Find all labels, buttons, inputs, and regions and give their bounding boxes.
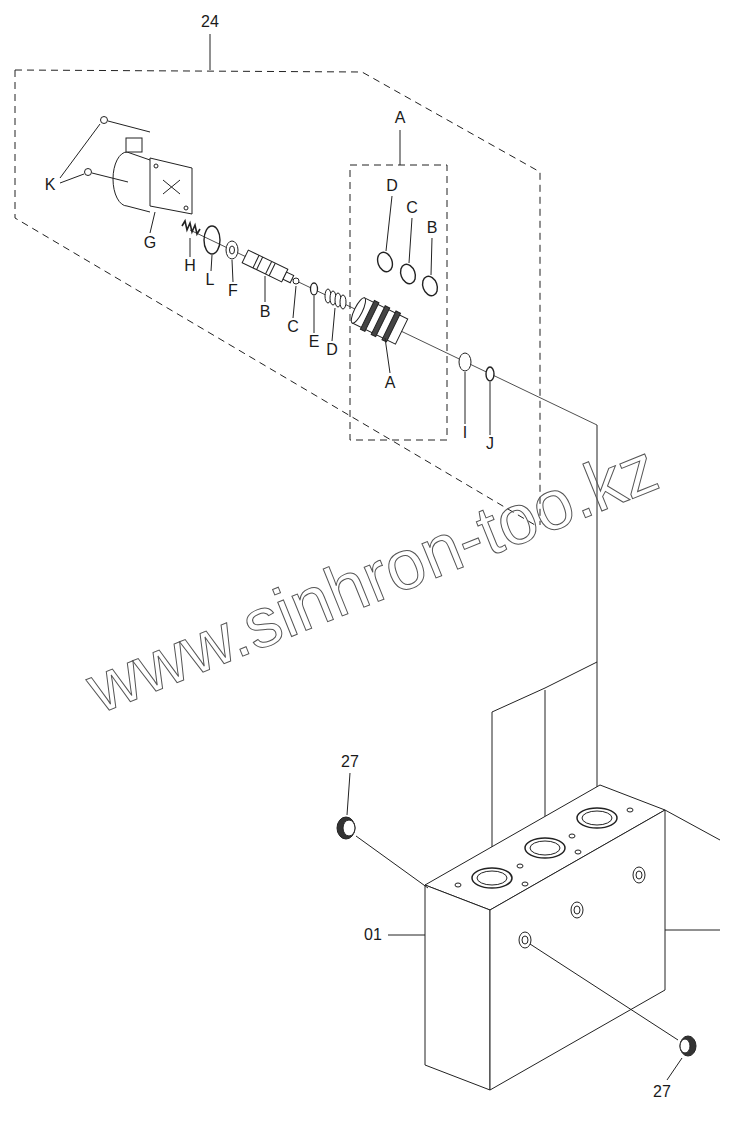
callout-letter: I: [463, 425, 467, 441]
callout-letter: L: [206, 272, 215, 288]
o-ring: [204, 226, 220, 254]
callout-number: 27: [653, 1084, 671, 1100]
callout-number: 24: [201, 14, 219, 30]
washer: [230, 246, 235, 254]
axis-line: [190, 230, 597, 425]
o-ring: [375, 250, 395, 274]
callout-letter: C: [287, 319, 299, 335]
callout-number: 27: [341, 754, 359, 770]
callout-letter: G: [144, 235, 156, 251]
callout-number: 01: [364, 927, 382, 943]
o-ring: [420, 274, 440, 298]
group-outline: [15, 70, 540, 525]
callout-letter: B: [427, 220, 438, 236]
callout-letter: F: [228, 283, 238, 299]
leader-line: [150, 196, 490, 435]
leader-line: [210, 34, 211, 70]
callout-letter: A: [395, 110, 406, 126]
ring: [311, 283, 318, 295]
callout-letter: B: [260, 304, 271, 320]
disc: [459, 353, 471, 371]
callout-letter: D: [326, 342, 338, 358]
ring: [486, 367, 494, 381]
callout-letter: D: [386, 178, 398, 194]
callout-letter: E: [309, 334, 320, 350]
callout-letter: J: [486, 436, 494, 452]
callout-letter: A: [385, 375, 396, 391]
cartridge: [348, 294, 409, 346]
washer: [226, 241, 238, 259]
o-ring: [398, 262, 418, 286]
callout-letter: K: [45, 177, 56, 193]
manifold-block: [425, 785, 665, 1090]
bolt: [60, 117, 150, 184]
spool: [242, 250, 295, 285]
leader-line: [400, 130, 401, 165]
callout-letter: H: [184, 258, 196, 274]
solenoid: [113, 138, 192, 214]
ball: [293, 278, 299, 284]
watermark: www.sinhron-too.kz: [78, 432, 667, 724]
plug: [337, 773, 696, 1080]
spring: [325, 289, 346, 309]
callout-letter: C: [406, 200, 418, 216]
spring: [182, 221, 200, 234]
